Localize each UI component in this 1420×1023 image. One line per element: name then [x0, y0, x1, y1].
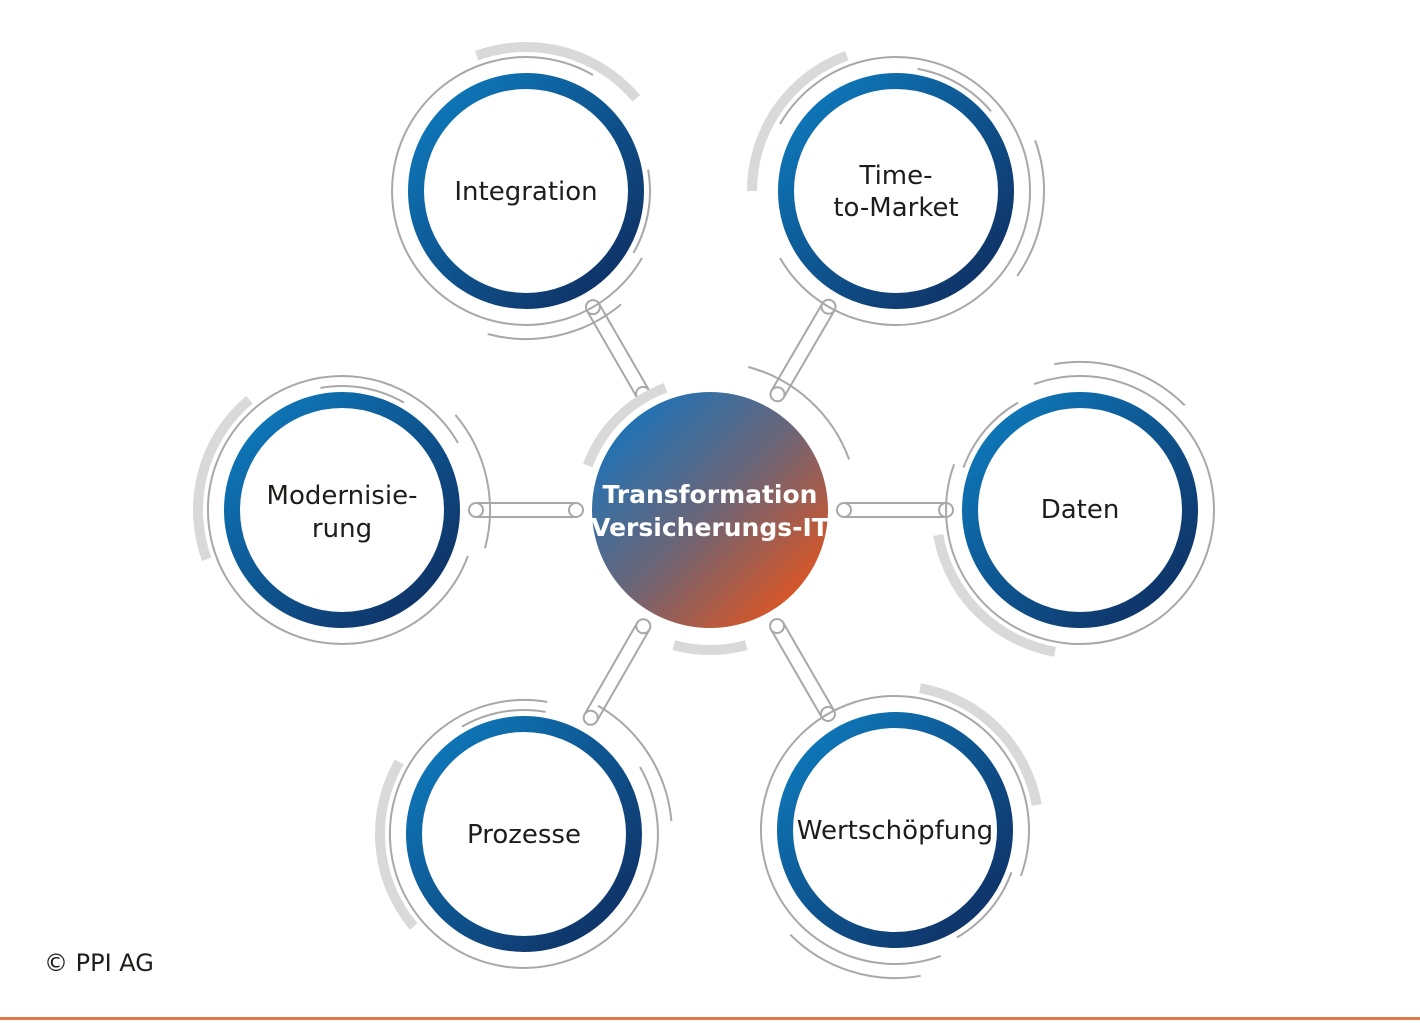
node-thin-arc-daten [1054, 360, 1186, 407]
center-title-line-2: Versicherungs-IT [591, 513, 829, 542]
node-ring-prozesse [406, 716, 642, 952]
node-gray-arc-prozesse [375, 759, 418, 930]
connector-joint-hub-prozesse [635, 618, 652, 635]
connector-line-wertschoepfung [770, 629, 823, 718]
node-gray-arc-modernisierung [193, 395, 253, 562]
center-title-line-1: Transformation [603, 480, 818, 509]
node-label-wertschoepfung: Wertschöpfung [797, 816, 993, 846]
node-inner-arc-integration [632, 169, 651, 254]
node-inner-arc-time-to-market [917, 67, 992, 112]
node-rings [224, 73, 1198, 952]
node-label-time-to-market-1: Time- [858, 161, 932, 191]
decorative-arcs [193, 42, 1216, 980]
node-inner-arc-wertschoepfung [956, 872, 1013, 939]
node-inner-arc-prozesse [461, 709, 546, 728]
center-hub [592, 392, 828, 628]
node-gray-arc-time-to-market [747, 51, 849, 192]
bottom-accent-line [0, 1017, 1420, 1020]
node-thin-arc-prozesse [597, 704, 673, 822]
connector-line-integration [586, 310, 638, 398]
node-ring-wertschoepfung [777, 712, 1013, 948]
node-ring-daten [962, 392, 1198, 628]
connector-line-wertschoepfung [782, 622, 835, 711]
node-outer-ring-prozesse [388, 699, 659, 969]
node-label-daten: Daten [1041, 495, 1120, 525]
node-label-integration: Integration [454, 177, 597, 207]
node-inner-arc-modernisierung [320, 385, 405, 404]
hub-gray-arc [672, 640, 748, 655]
connector-joint-hub-wertschoepfung [769, 618, 786, 635]
connector-joint-hub-modernisierung [568, 502, 584, 518]
connector-joint-hub-daten [836, 502, 852, 518]
node-label-modernisierung-1: Modernisie- [267, 481, 418, 511]
connector-joint-hub-time-to-market [769, 386, 786, 403]
node-outer-ring-wertschoepfung [759, 694, 1030, 965]
hub-gray-arc [583, 383, 668, 468]
connector-line-time-to-market [770, 302, 824, 392]
node-gray-arc-integration [474, 42, 641, 102]
copyright-notice: © PPI AG [44, 949, 154, 977]
node-gray-arc-wertschoepfung [919, 683, 1042, 806]
node-gray-arc-daten [933, 534, 1056, 657]
connector-line-time-to-market [782, 309, 836, 399]
connector-line-prozesse [583, 622, 639, 715]
connector-joint-node-modernisierung [468, 502, 484, 518]
node-label-time-to-market-2: to-Market [833, 193, 958, 223]
node-ring-time-to-market [778, 73, 1014, 309]
node-label-modernisierung-2: rung [312, 514, 372, 544]
node-thin-arc-modernisierung [454, 414, 492, 549]
node-outer-ring-modernisierung [206, 375, 469, 646]
connector-line-integration [598, 303, 650, 391]
node-label-prozesse: Prozesse [467, 820, 581, 850]
node-ring-modernisierung [224, 392, 460, 628]
connector-joint-node-prozesse [582, 709, 599, 726]
node-outer-ring-integration [390, 56, 643, 326]
node-thin-arc-time-to-market [1016, 140, 1045, 277]
node-outer-ring-daten [945, 375, 1216, 646]
node-outer-ring-time-to-market [779, 56, 1031, 326]
node-thin-arc-wertschoepfung [789, 933, 921, 980]
node-thin-arc-integration [487, 303, 622, 341]
node-inner-arc-daten [962, 401, 1019, 468]
connector-line-prozesse [595, 629, 651, 722]
hub-thin-arc [748, 366, 851, 460]
node-ring-integration [408, 73, 644, 309]
